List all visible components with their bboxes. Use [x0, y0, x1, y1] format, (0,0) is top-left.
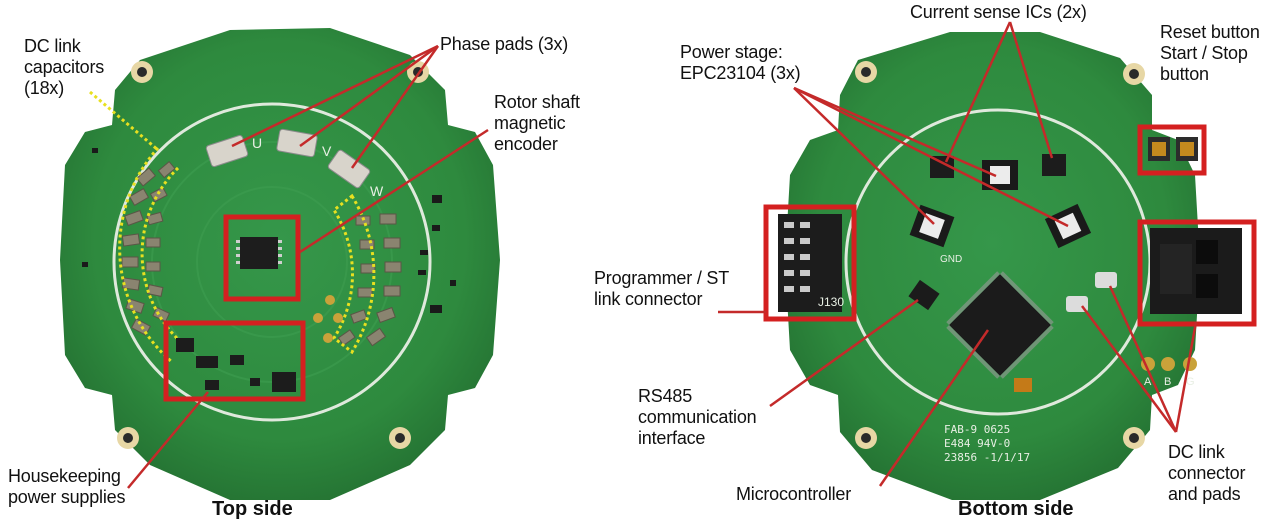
leader-lines [89, 21, 1198, 489]
housekeeping-highlight-box [163, 320, 306, 402]
encoder-chip [236, 237, 282, 269]
programmer-highlight-box [763, 204, 857, 322]
dc-link-capacitor-array [121, 160, 402, 347]
gold-pads [313, 295, 343, 343]
bottom-board: J130 GND FAB-9 0625 E484 94V-0 23856 -1/… [763, 32, 1257, 500]
rs485-chip [908, 279, 940, 311]
dc-link-pads [1066, 272, 1117, 312]
misc-components [82, 148, 456, 313]
label-dc-link-capacitors: DC link capacitors (18x) [24, 36, 105, 98]
label-microcontroller: Microcontroller [736, 484, 852, 504]
label-dc-link-connector: DC link connector and pads [1168, 442, 1246, 504]
caption-bottom-side: Bottom side [958, 498, 1074, 520]
current-sense-ics [930, 154, 1066, 178]
label-rs485: RS485 communication interface [638, 386, 757, 448]
silk-g: G [1186, 376, 1195, 388]
label-reset-button: Reset button Start / Stop button [1160, 22, 1260, 84]
silk-fab-2: E484 94V-0 [944, 437, 1010, 450]
label-housekeeping: Housekeeping power supplies [8, 466, 126, 507]
silk-fab-1: FAB-9 0625 [944, 423, 1010, 436]
encoder-highlight-box [223, 214, 301, 302]
silk-a: A [1144, 376, 1152, 388]
silk-gnd: GND [940, 254, 962, 265]
phase-pads [205, 128, 371, 189]
housekeeping-components [176, 338, 296, 392]
mounting-holes-bottom [855, 61, 1145, 449]
bottom-board-pcb-outline [785, 32, 1200, 500]
silk-fab-3: 23856 -1/1/17 [944, 451, 1030, 464]
mounting-holes [117, 61, 429, 449]
silk-b: B [1164, 376, 1171, 388]
silk-j130: J130 [818, 295, 844, 309]
silk-u: U [252, 135, 262, 151]
programmer-connector [778, 214, 842, 312]
top-board: U V W [60, 28, 500, 500]
label-power-stage: Power stage: EPC23104 (3x) [680, 42, 801, 83]
buttons-highlight-box [1137, 124, 1207, 176]
label-current-sense: Current sense ICs (2x) [910, 2, 1087, 22]
silk-w: W [370, 183, 384, 199]
outer-silk-ring [112, 102, 432, 422]
orange-capacitor [1014, 378, 1032, 392]
dc-link-connector [1150, 228, 1242, 314]
caption-top-side: Top side [212, 498, 293, 520]
label-programmer: Programmer / ST link connector [594, 268, 730, 309]
label-phase-pads: Phase pads (3x) [440, 34, 569, 54]
silk-v: V [322, 143, 332, 159]
power-stage-chips [909, 160, 1092, 249]
reset-start-buttons [1148, 137, 1198, 161]
label-rotor-encoder: Rotor shaft magnetic encoder [494, 92, 580, 154]
connector-highlight-box [1137, 219, 1257, 327]
